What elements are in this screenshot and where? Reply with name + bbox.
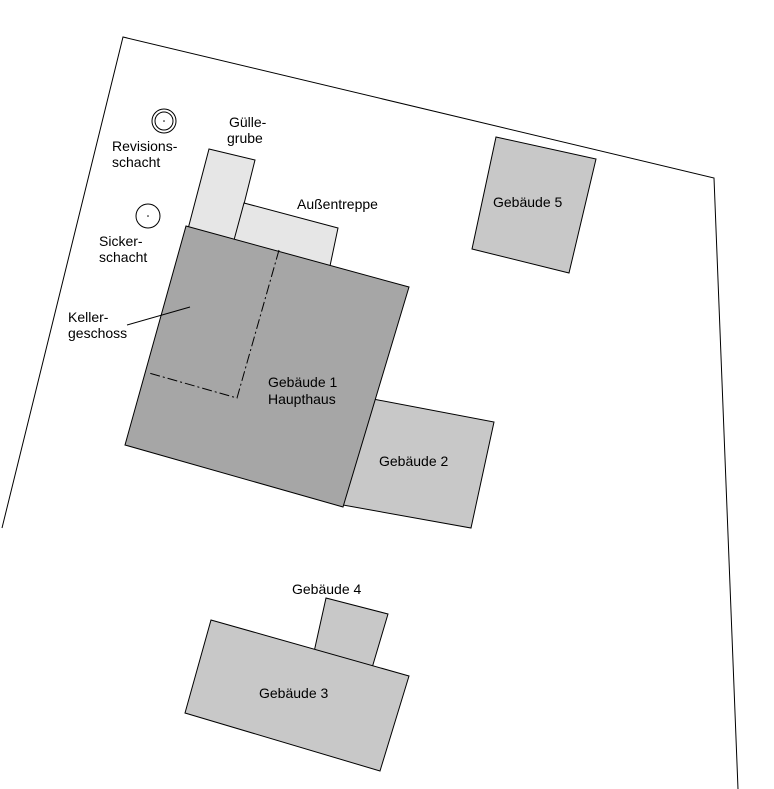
label-gebaeude2: Gebäude 2 <box>379 453 448 469</box>
kellergeschoss-leader <box>126 306 191 326</box>
revisionsschacht-outer <box>151 108 177 134</box>
revisionsschacht-center <box>163 120 165 122</box>
gebaeude-5 <box>471 136 597 274</box>
label-gebaeude1-1: Gebäude 1 <box>268 374 337 390</box>
gebaeude-3 <box>184 619 410 772</box>
label-sicker-2: schacht <box>99 249 147 265</box>
label-keller-2: geschoss <box>68 325 127 341</box>
label-gebaeude3: Gebäude 3 <box>259 685 328 701</box>
label-aussentreppe: Außentreppe <box>297 196 378 212</box>
kellergeschoss-outline <box>148 249 280 399</box>
label-revision-1: Revisions- <box>112 138 178 154</box>
gebaeude-1-haupthaus <box>124 225 410 508</box>
label-guelle-2: grube <box>227 130 263 146</box>
label-revision-2: schacht <box>112 154 160 170</box>
label-gebaeude4: Gebäude 4 <box>292 581 361 597</box>
label-sicker-1: Sicker- <box>99 233 143 249</box>
revisionsschacht-inner <box>154 111 174 131</box>
label-gebaeude1-2: Haupthaus <box>268 391 336 407</box>
label-gebaeude5: Gebäude 5 <box>493 194 562 210</box>
label-guelle-1: Gülle- <box>229 114 267 130</box>
property-boundary <box>1 36 739 789</box>
label-keller-1: Keller- <box>68 309 109 325</box>
sickerschacht <box>135 203 161 229</box>
sickerschacht-center <box>147 215 149 217</box>
